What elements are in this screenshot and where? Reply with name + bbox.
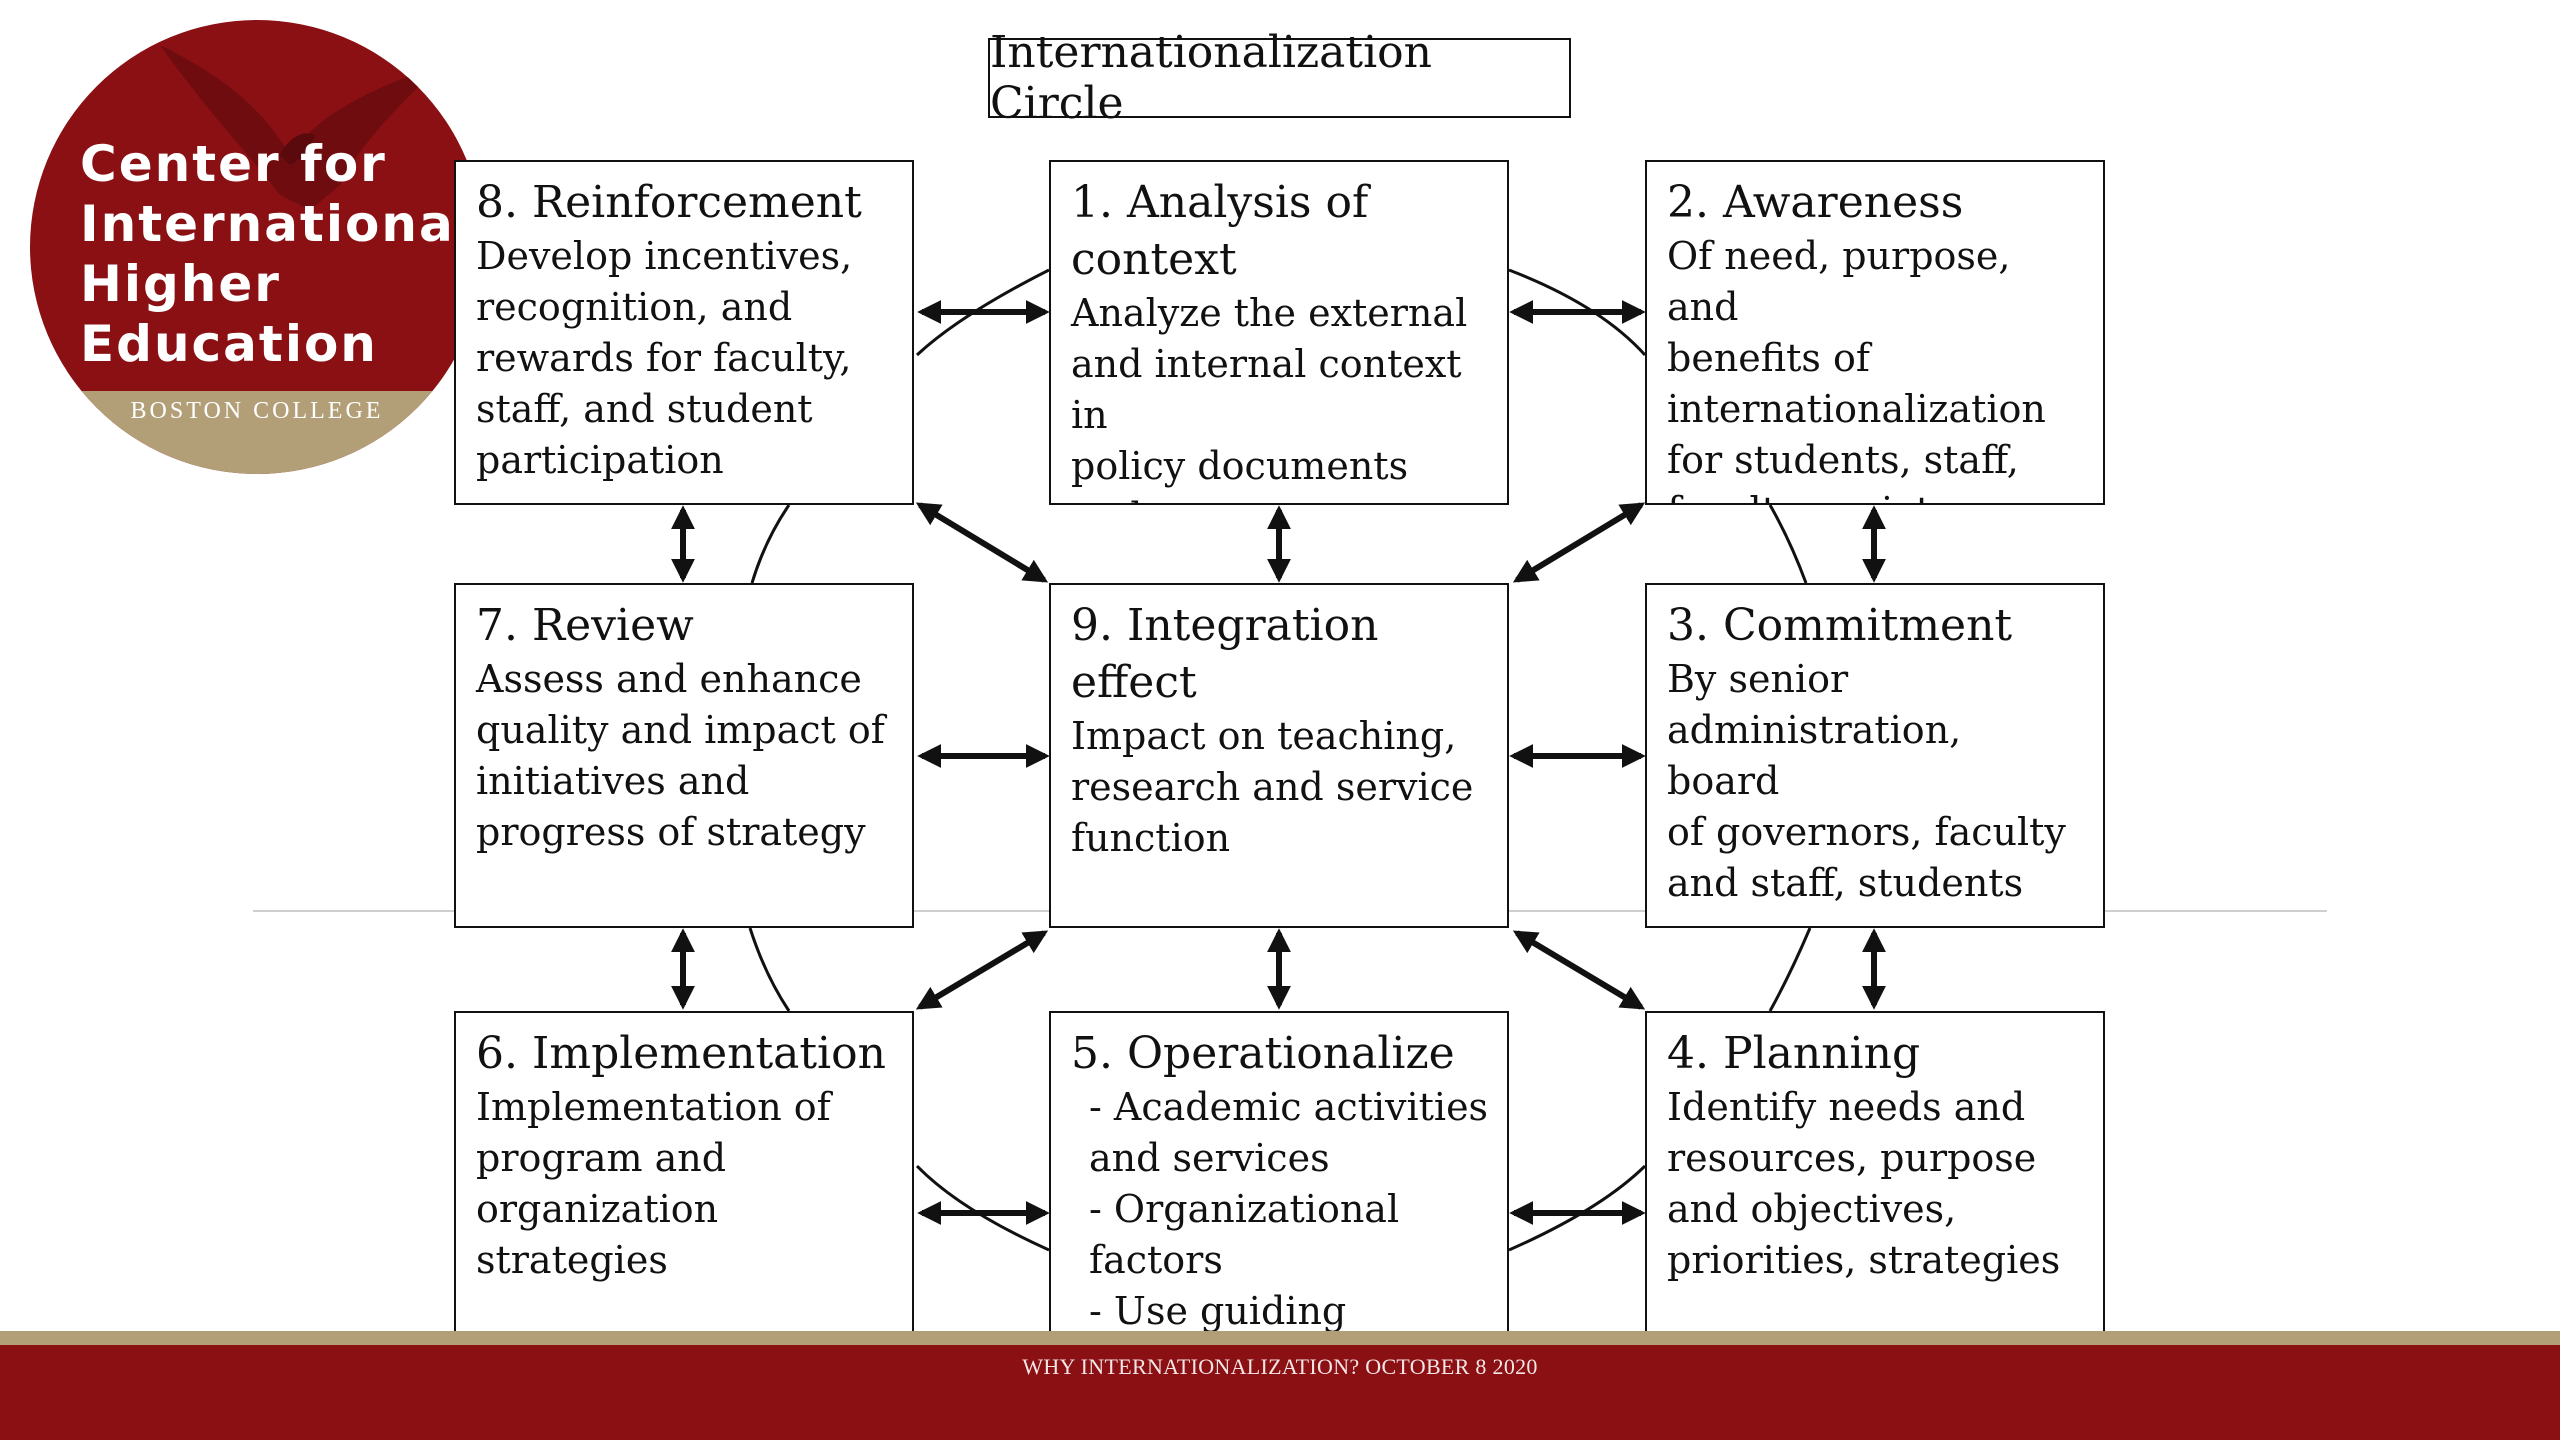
step-title: 1. Analysis of context	[1071, 177, 1369, 285]
step-integration-box: 9. Integration effect Impact on teaching…	[1049, 583, 1509, 928]
step-title: 2. Awareness	[1667, 177, 1964, 228]
step-review-box: 7. Review Assess and enhance quality and…	[454, 583, 914, 928]
step-item: - Organizational factors	[1089, 1187, 1400, 1282]
connector-arrow	[1512, 502, 1646, 583]
step-description: Impact on teaching, research and service…	[1071, 714, 1474, 860]
logo-line-3: Higher	[80, 255, 281, 313]
step-description: Of need, purpose, and benefits of intern…	[1667, 234, 2046, 503]
step-description: Develop incentives, recognition, and rew…	[476, 234, 853, 482]
circle-arc	[915, 1164, 1050, 1252]
logo-line-2: Internationa	[80, 195, 455, 253]
step-implementation-box: 6. Implementation Implementation of prog…	[454, 1011, 914, 1356]
step-operationalize-box: 5. Operationalize - Academic activities …	[1049, 1011, 1509, 1356]
logo-line-4: Education	[80, 315, 378, 373]
step-title: 6. Implementation	[476, 1028, 886, 1079]
circle-arc	[1508, 268, 1647, 357]
logo-line-1: Center for	[80, 135, 387, 193]
step-title: 4. Planning	[1667, 1028, 1921, 1079]
step-description: Implementation of program and organizati…	[476, 1085, 831, 1282]
footer-band	[0, 1345, 2560, 1440]
step-description: Identify needs and resources, purpose an…	[1667, 1085, 2061, 1282]
step-reinforcement-box: 8. Reinforcement Develop incentives, rec…	[454, 160, 914, 505]
step-title: 7. Review	[476, 600, 694, 651]
circle-arc	[750, 504, 791, 584]
circle-arc	[1768, 504, 1808, 584]
circle-arc	[1768, 927, 1812, 1012]
step-description: Analyze the external and internal contex…	[1071, 291, 1468, 503]
footer-text: WHY INTERNATIONALIZATION? OCTOBER 8 2020	[1022, 1354, 1538, 1379]
step-item: - Academic activities and services	[1089, 1085, 1489, 1180]
footer-gold-band	[0, 1331, 2560, 1345]
step-awareness-box: 2. Awareness Of need, purpose, and benef…	[1645, 160, 2105, 505]
logo-gold-band	[30, 391, 484, 474]
step-title: 5. Operationalize	[1071, 1028, 1455, 1079]
center-logo: Center for Internationa Higher Education…	[30, 20, 484, 474]
step-title: 3. Commitment	[1667, 600, 2013, 651]
connector-arrow	[915, 502, 1049, 583]
step-description: Assess and enhance quality and impact of…	[476, 657, 885, 854]
step-commitment-box: 3. Commitment By senior administration, …	[1645, 583, 2105, 928]
step-description: By senior administration, board of gover…	[1667, 657, 2066, 905]
connector-arrow	[915, 930, 1049, 1010]
diagram-title: Internationalization Circle	[988, 27, 1571, 129]
step-analysis-box: 1. Analysis of context Analyze the exter…	[1049, 160, 1509, 505]
circle-arc	[748, 927, 791, 1012]
circle-arc	[915, 268, 1050, 357]
connector-arrow	[1512, 930, 1646, 1010]
circle-arc	[1508, 1164, 1647, 1252]
step-title: 9. Integration effect	[1071, 600, 1379, 708]
logo-subtitle: BOSTON COLLEGE	[130, 398, 384, 424]
eagle-icon	[160, 45, 440, 210]
step-title: 8. Reinforcement	[476, 177, 862, 228]
step-planning-box: 4. Planning Identify needs and resources…	[1645, 1011, 2105, 1356]
